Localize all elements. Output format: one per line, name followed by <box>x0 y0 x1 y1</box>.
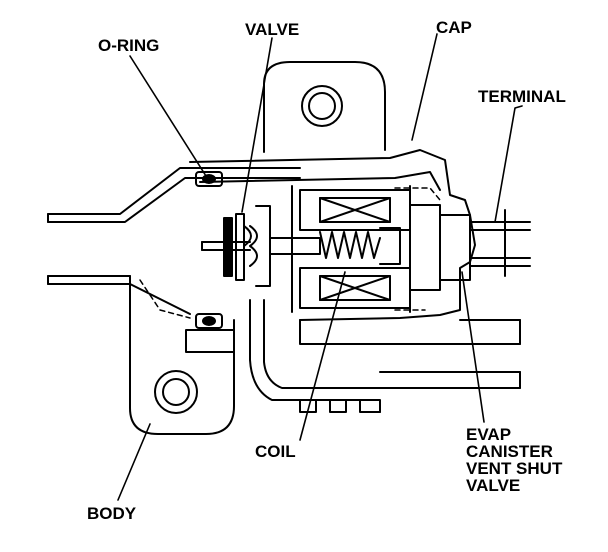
lower-inlet-pipe <box>47 275 131 285</box>
o-rings <box>195 171 223 329</box>
label-cap: CAP <box>436 18 472 37</box>
hidden-edges <box>139 187 441 319</box>
label-body: BODY <box>87 504 137 523</box>
terminal-connector <box>409 204 531 291</box>
upper-inlet-pipe <box>47 167 301 223</box>
plunger-spring <box>269 227 401 265</box>
label-evap-line-1: EVAP <box>466 425 512 444</box>
valve-assembly <box>201 205 271 287</box>
label-valve: VALVE <box>245 20 300 39</box>
label-evap-line-4: VALVE <box>466 476 521 495</box>
coil-bobbin <box>291 185 411 313</box>
leader-lines <box>117 33 523 501</box>
top-mounting-bracket <box>263 61 386 153</box>
label-o-ring: O-RING <box>98 36 160 55</box>
label-evap-line-3: VENT SHUT <box>466 459 563 478</box>
label-terminal: TERMINAL <box>478 87 566 106</box>
label-evap-line-2: CANISTER <box>466 442 553 461</box>
label-coil: COIL <box>255 442 296 461</box>
label-evap-canister-vent-shut-valve: EVAP CANISTER VENT SHUT VALVE <box>466 426 562 494</box>
lower-mounting-bracket <box>129 275 235 435</box>
